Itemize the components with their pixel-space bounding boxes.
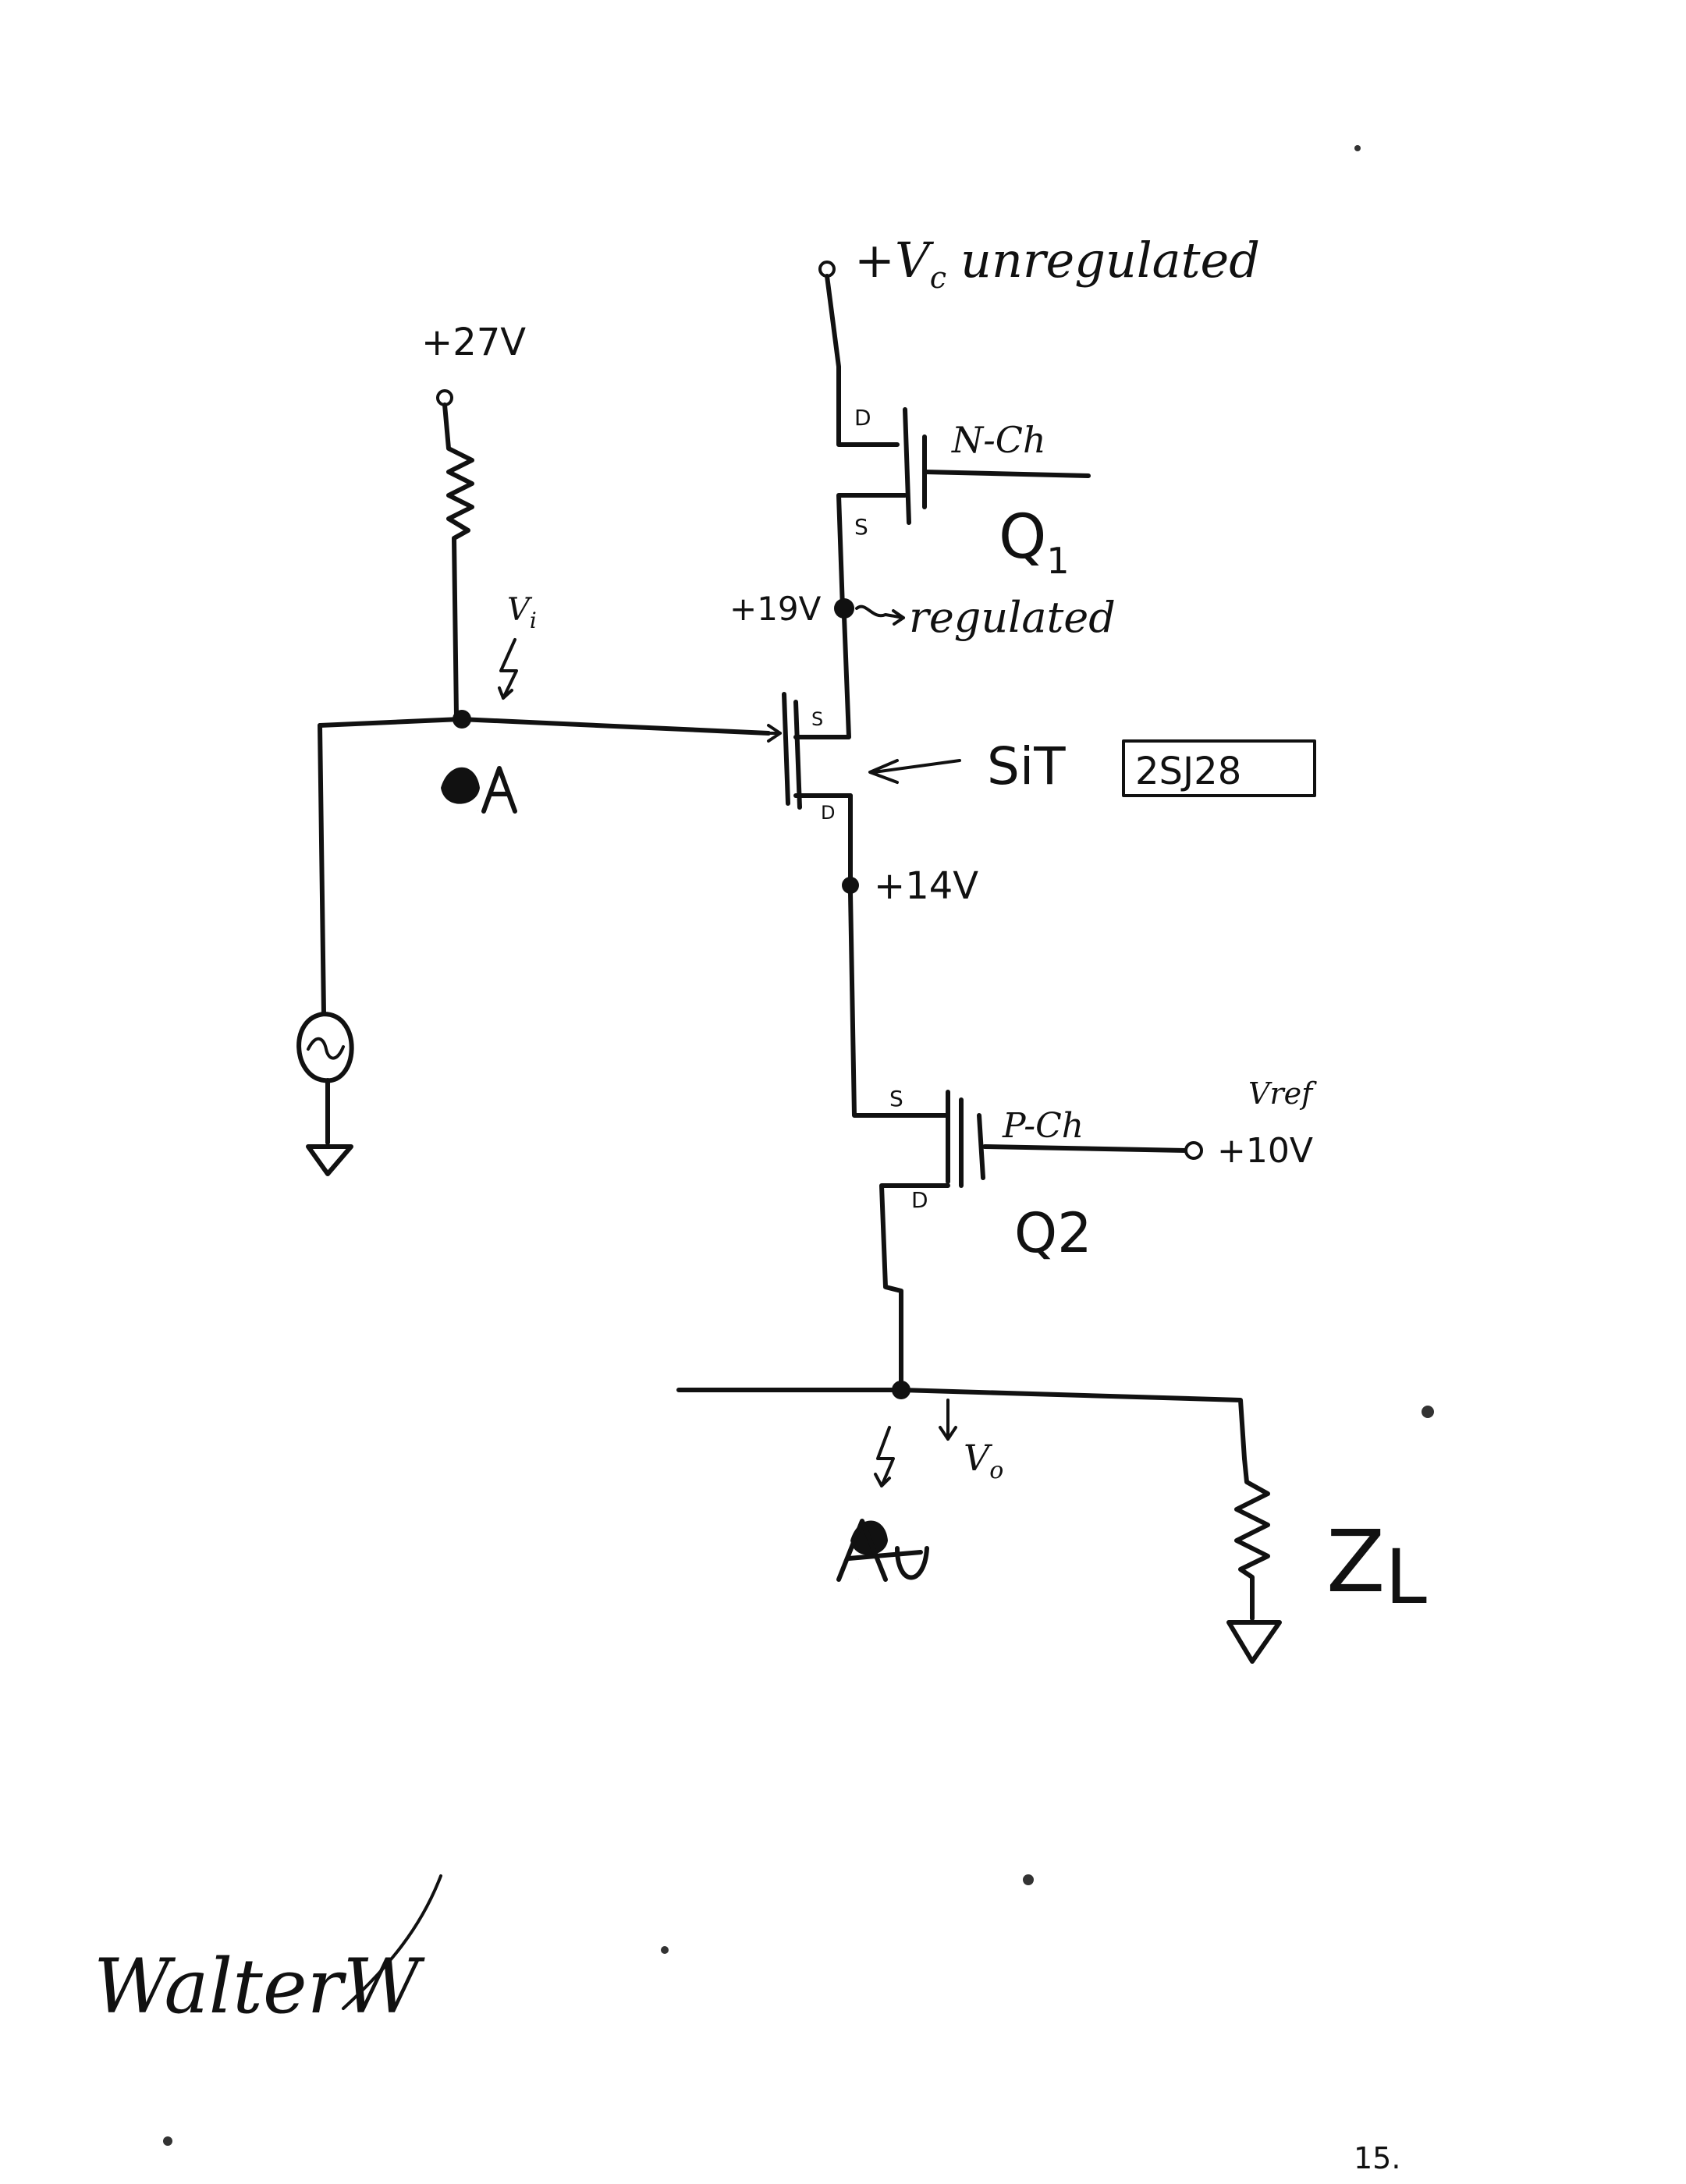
node14-to-q2-wire xyxy=(848,891,950,1118)
load-resistor xyxy=(1234,1456,1270,1621)
node-14v-dot xyxy=(842,877,859,894)
vo-label: Vo xyxy=(964,1437,1003,1484)
q2-drain-wire xyxy=(879,1183,950,1392)
q1-type-label: N-Ch xyxy=(951,419,1046,461)
node19-to-sit-wire xyxy=(825,614,851,739)
q2-type-label: P-Ch xyxy=(1002,1106,1084,1146)
vi-current-arrow xyxy=(498,638,518,700)
input-junction-dot xyxy=(453,710,471,729)
output-waveform-icon xyxy=(836,1519,929,1582)
regulated-label: regulated xyxy=(909,593,1116,642)
load-ground-icon xyxy=(1226,1620,1282,1664)
vi-label: Vi xyxy=(507,592,537,633)
node-19v-dot xyxy=(834,598,854,619)
supply-27v-label: +27V xyxy=(421,321,526,364)
output-current-arrow xyxy=(874,1426,895,1487)
q1-name-label: Q1 xyxy=(999,502,1070,582)
sine-icon xyxy=(307,1037,345,1060)
load-label: ZL xyxy=(1326,1512,1427,1621)
input-resistor xyxy=(442,402,474,720)
sit-pointer-arrow xyxy=(868,759,961,784)
sit-gate-arrow xyxy=(759,724,782,743)
scan-speck xyxy=(1023,1874,1034,1885)
page-mark: 15. xyxy=(1354,2141,1400,2175)
output-bus-wire xyxy=(676,1388,1247,1461)
vc-to-q1-drain-wire xyxy=(825,274,900,447)
sit-part-box xyxy=(1122,739,1316,797)
output-junction-dot xyxy=(892,1381,910,1399)
signature-flourish xyxy=(342,1874,442,2010)
source-ac-symbol xyxy=(296,1012,354,1083)
regulated-arrow xyxy=(855,604,905,626)
signature: WalterW xyxy=(94,1943,426,2030)
q1-source-wire xyxy=(836,493,907,611)
node-19v-label: +19V xyxy=(729,590,822,628)
scan-speck xyxy=(661,1946,669,1954)
source-ground-icon xyxy=(306,1144,353,1176)
q2-name-label: Q2 xyxy=(1014,1201,1092,1265)
sit-2sj28-transistor xyxy=(782,692,853,810)
sit-label: SiT xyxy=(987,736,1066,796)
sit-part-label: 2SJ28 xyxy=(1135,750,1241,793)
vref-label: Vref xyxy=(1248,1076,1317,1111)
vref-terminal xyxy=(1184,1141,1203,1160)
q1-drain-label: D xyxy=(854,405,871,431)
node-14v-label: +14V xyxy=(874,864,978,908)
sit-source-label: S xyxy=(811,708,823,730)
input-bus-wire xyxy=(318,717,771,736)
input-node-label: A xyxy=(477,810,478,812)
scan-speck xyxy=(1422,1406,1434,1418)
sit-drain-label: D xyxy=(821,802,835,824)
q1-source-label: S xyxy=(854,514,868,540)
output-node-label: A xyxy=(858,1578,859,1580)
q1-nch-transistor xyxy=(903,407,1091,525)
q2-pch-transistor xyxy=(946,1090,1188,1188)
vref-value-label: +10V xyxy=(1217,1131,1313,1171)
q2-source-label: S xyxy=(889,1086,903,1112)
source-vertical-wire xyxy=(318,723,326,1016)
scan-speck xyxy=(163,2136,172,2146)
scan-speck xyxy=(1354,145,1361,151)
input-waveform-icon xyxy=(441,766,517,814)
q2-drain-label: D xyxy=(911,1187,928,1213)
vo-arrow xyxy=(939,1399,957,1441)
